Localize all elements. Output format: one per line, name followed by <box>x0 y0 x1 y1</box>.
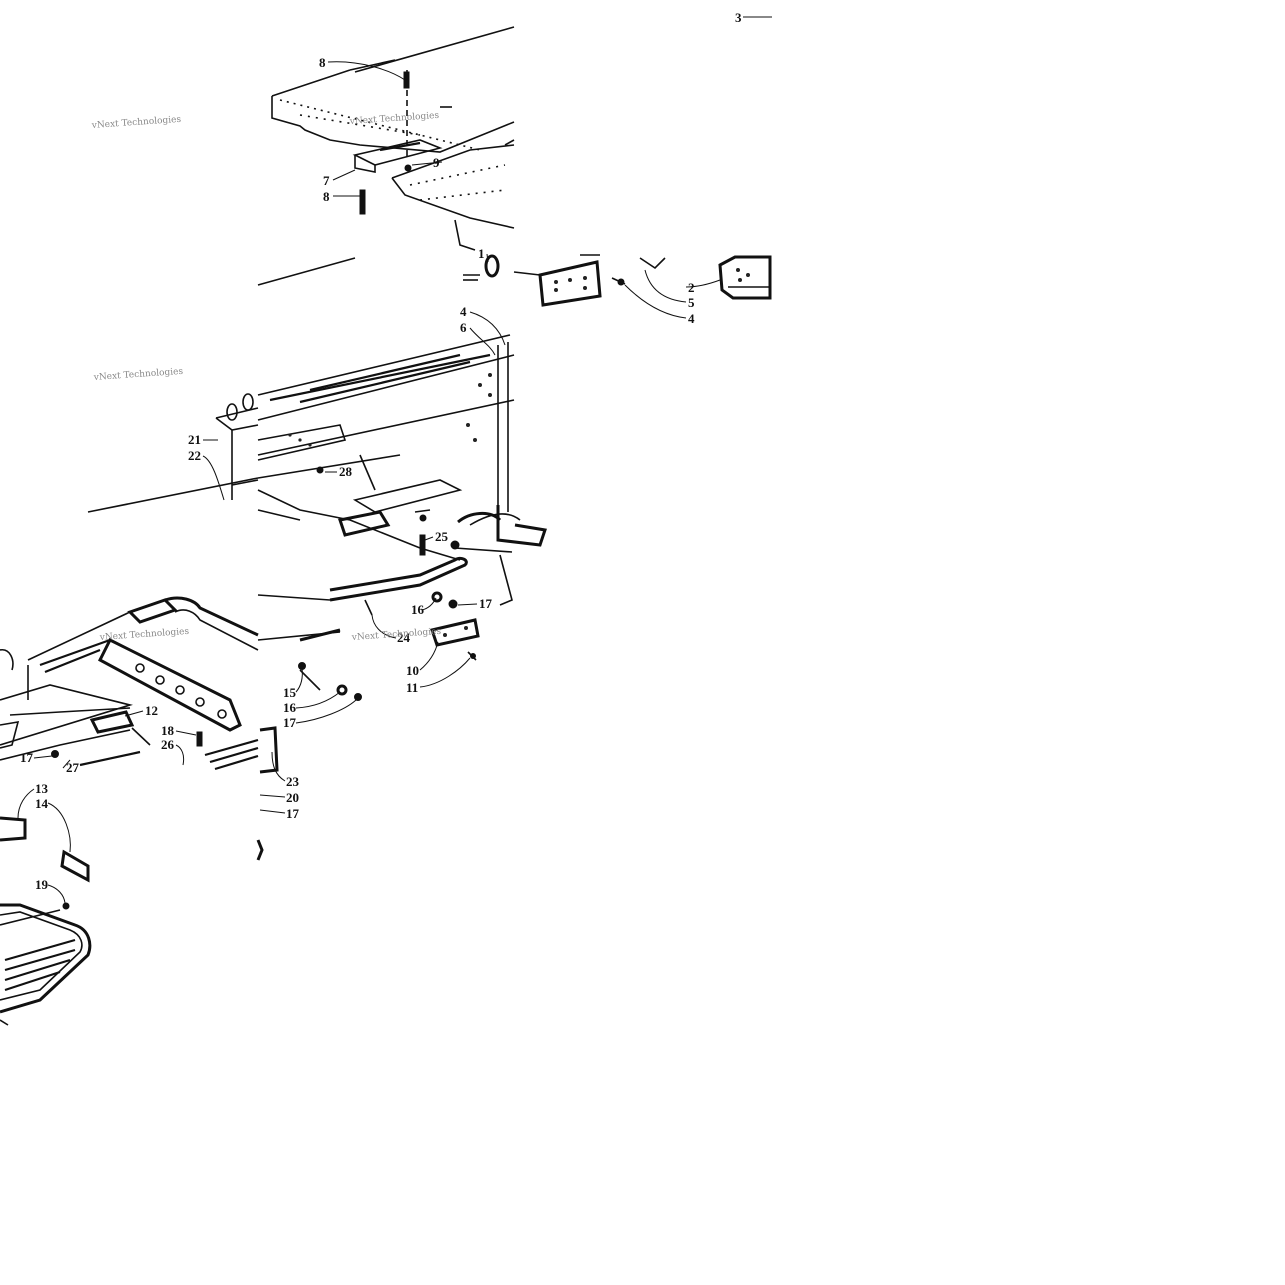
part-label-11: 11 <box>406 680 418 695</box>
lower-left-assembly-drawing <box>0 596 279 1026</box>
part-label-10: 10 <box>406 663 419 678</box>
part-label-8: 8 <box>323 189 330 204</box>
part-label-16: 16 <box>411 602 425 617</box>
part-label-17: 17 <box>283 715 297 730</box>
part-label-24: 24 <box>397 630 411 645</box>
part-label-5: 5 <box>688 295 695 310</box>
part-label-17: 17 <box>20 750 34 765</box>
part-label-3: 3 <box>735 10 742 25</box>
watermark-text: vNext Technologies <box>93 367 184 383</box>
part-label-14: 14 <box>35 796 49 811</box>
watermark-text: vNext Technologies <box>349 111 440 127</box>
part-label-25: 25 <box>435 529 449 544</box>
part-label-13: 13 <box>35 781 49 796</box>
part-label-23: 23 <box>286 774 300 789</box>
upper-panel-drawing <box>271 26 772 307</box>
watermark-text: vNext Technologies <box>99 627 190 643</box>
part-label-19: 19 <box>35 877 49 892</box>
part-label-7: 7 <box>323 173 330 188</box>
part-label-18: 18 <box>161 723 175 738</box>
part-label-8: 8 <box>319 55 326 70</box>
part-label-17: 17 <box>286 806 300 821</box>
part-label-9: 9 <box>433 155 440 170</box>
part-label-16: 16 <box>283 700 297 715</box>
part-label-1: 1 <box>478 246 485 261</box>
watermarks: vNext Technologies vNext Technologies vN… <box>91 111 442 643</box>
part-label-17: 17 <box>479 596 493 611</box>
part-number-labels: 3 8 9 7 8 1 2 5 4 4 6 21 22 28 25 16 17 … <box>20 10 742 892</box>
part-label-6: 6 <box>460 320 467 335</box>
watermark-text: vNext Technologies <box>91 115 182 131</box>
part-label-12: 12 <box>145 703 158 718</box>
part-label-15: 15 <box>283 685 297 700</box>
part-label-22: 22 <box>188 448 201 463</box>
middle-chassis-drawing <box>87 257 547 701</box>
part-label-2: 2 <box>688 280 695 295</box>
part-label-28: 28 <box>339 464 353 479</box>
part-label-4: 4 <box>460 304 467 319</box>
part-label-26: 26 <box>161 737 175 752</box>
callout-leaders <box>17 16 772 904</box>
part-label-27: 27 <box>66 760 80 775</box>
part-label-21: 21 <box>188 432 201 447</box>
part-label-20: 20 <box>286 790 299 805</box>
part-label-4: 4 <box>688 311 695 326</box>
